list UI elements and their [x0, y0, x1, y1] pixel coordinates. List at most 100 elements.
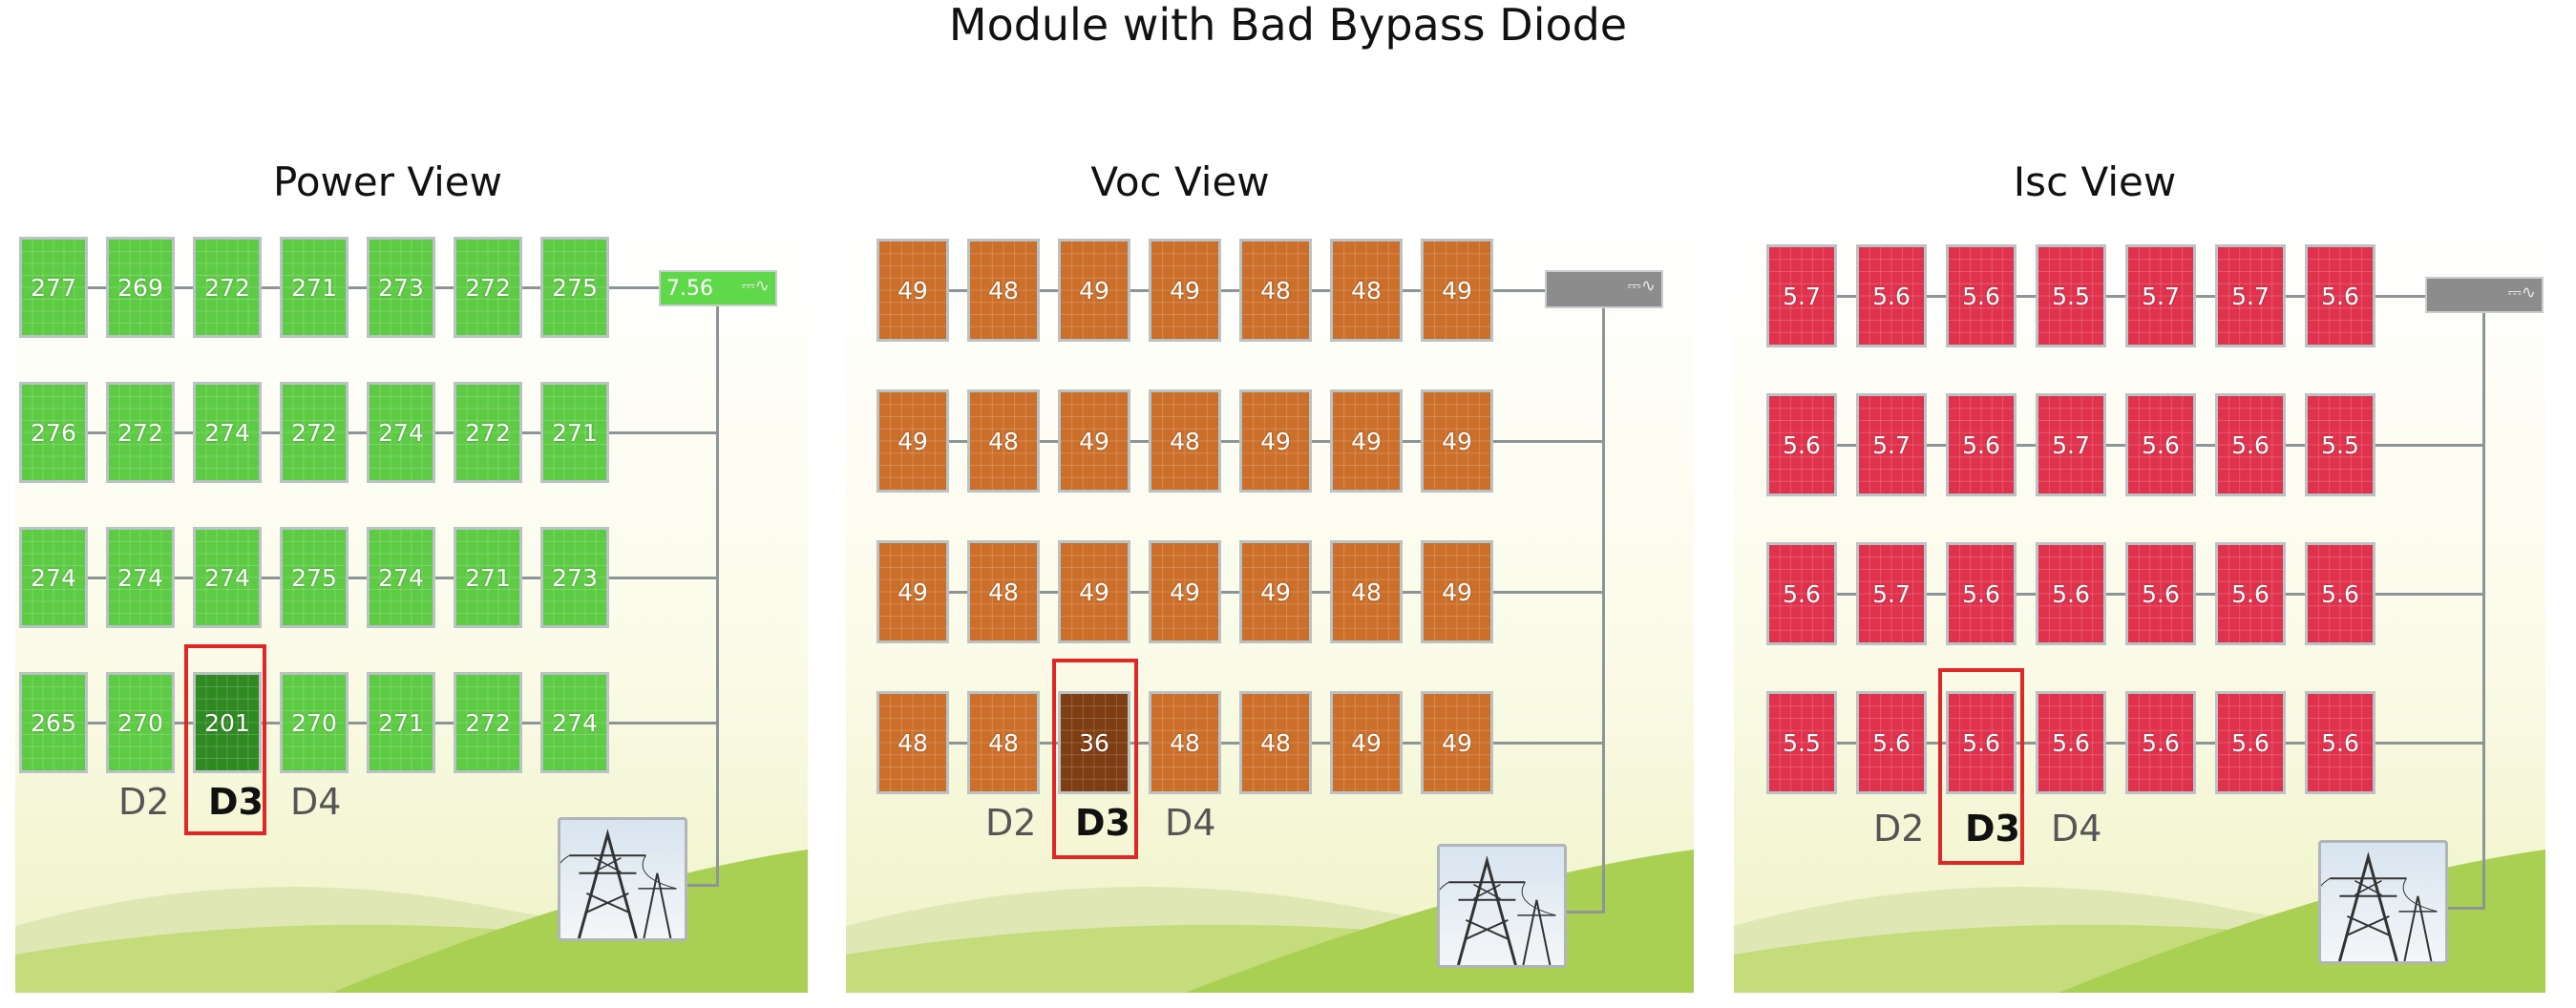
pv-module[interactable]: 5.7 — [1856, 542, 1927, 645]
pv-module[interactable]: 48 — [967, 691, 1040, 794]
utility-grid-tower — [558, 817, 687, 941]
pv-module[interactable]: 5.6 — [1946, 542, 2016, 645]
pv-module[interactable]: 5.6 — [1856, 244, 1927, 347]
faulty-module[interactable]: 36 — [1058, 691, 1130, 794]
pv-module[interactable]: 265 — [19, 672, 88, 773]
pv-module[interactable]: 5.6 — [2125, 393, 2196, 496]
pv-module[interactable]: 5.6 — [1766, 542, 1837, 645]
pv-module[interactable]: 49 — [1058, 239, 1130, 342]
pv-module[interactable]: 5.6 — [2305, 244, 2375, 347]
module-value: 201 — [204, 708, 250, 737]
pv-module[interactable]: 48 — [1330, 239, 1403, 342]
pv-module[interactable]: 271 — [540, 382, 609, 483]
pv-module[interactable]: 49 — [1058, 389, 1130, 493]
diode-label-d4: D4 — [2051, 808, 2102, 850]
pv-module[interactable]: 5.5 — [1766, 691, 1837, 794]
pv-module[interactable]: 49 — [1058, 540, 1130, 643]
pv-module[interactable]: 274 — [367, 382, 435, 483]
module-value: 48 — [988, 728, 1019, 757]
pv-module[interactable]: 5.6 — [2305, 691, 2375, 794]
pv-module[interactable]: 275 — [280, 527, 348, 628]
pv-module[interactable]: 5.5 — [2305, 393, 2375, 496]
pv-module[interactable]: 5.7 — [2215, 244, 2286, 347]
pv-module[interactable]: 271 — [280, 237, 348, 338]
pv-module[interactable]: 270 — [280, 672, 348, 773]
pv-module[interactable]: 48 — [1149, 389, 1221, 493]
pv-module[interactable]: 5.6 — [1946, 244, 2016, 347]
pv-module[interactable]: 270 — [106, 672, 175, 773]
pv-module[interactable]: 49 — [1239, 389, 1312, 493]
pv-module[interactable]: 274 — [367, 527, 435, 628]
pv-module[interactable]: 5.6 — [2036, 691, 2106, 794]
pv-module[interactable]: 49 — [1421, 691, 1493, 794]
pv-module[interactable]: 49 — [876, 389, 949, 493]
pv-module[interactable]: 5.5 — [2036, 244, 2106, 347]
pv-module[interactable]: 49 — [1149, 540, 1221, 643]
pv-module[interactable]: 48 — [967, 239, 1040, 342]
pv-module[interactable]: 271 — [367, 672, 435, 773]
pv-module[interactable]: 48 — [1330, 540, 1403, 643]
pv-module[interactable]: 274 — [193, 527, 262, 628]
pv-module[interactable]: 271 — [454, 527, 522, 628]
pv-module[interactable]: 274 — [106, 527, 175, 628]
pv-module[interactable]: 274 — [19, 527, 88, 628]
pv-module[interactable]: 5.6 — [1856, 691, 1927, 794]
pv-module[interactable]: 5.6 — [2125, 542, 2196, 645]
pv-module[interactable]: 5.6 — [2215, 393, 2286, 496]
pv-module[interactable]: 49 — [1421, 389, 1493, 493]
pv-module[interactable]: 48 — [967, 540, 1040, 643]
pv-module[interactable]: 5.7 — [1766, 244, 1837, 347]
inverter[interactable]: ⎓∿ — [1545, 270, 1663, 308]
pv-module[interactable]: 272 — [454, 672, 522, 773]
pv-module[interactable]: 49 — [876, 239, 949, 342]
pv-module[interactable]: 5.6 — [2215, 542, 2286, 645]
pv-module[interactable]: 273 — [540, 527, 609, 628]
module-value: 5.6 — [2052, 728, 2090, 757]
pv-module[interactable]: 272 — [193, 237, 262, 338]
pv-module[interactable]: 5.6 — [2125, 691, 2196, 794]
string-wire — [1766, 295, 2482, 298]
pv-module[interactable]: 5.6 — [2215, 691, 2286, 794]
pv-module[interactable]: 5.7 — [2125, 244, 2196, 347]
pv-module[interactable]: 272 — [280, 382, 348, 483]
pv-module[interactable]: 48 — [967, 389, 1040, 493]
pv-module[interactable]: 274 — [193, 382, 262, 483]
pv-module[interactable]: 49 — [1421, 239, 1493, 342]
inverter-ac-dc-icon: ⎓∿ — [741, 276, 770, 296]
pv-module[interactable]: 5.6 — [1946, 393, 2016, 496]
pv-module[interactable]: 276 — [19, 382, 88, 483]
inverter-ac-dc-icon: ⎓∿ — [1627, 276, 1656, 296]
pv-module[interactable]: 274 — [540, 672, 609, 773]
module-value: 5.6 — [1783, 430, 1821, 459]
module-value: 48 — [1170, 427, 1200, 455]
pv-module[interactable]: 49 — [1149, 239, 1221, 342]
pv-module[interactable]: 272 — [454, 382, 522, 483]
pv-module[interactable]: 5.7 — [1856, 393, 1927, 496]
pv-module[interactable]: 48 — [1239, 691, 1312, 794]
pv-module[interactable]: 275 — [540, 237, 609, 338]
faulty-module[interactable]: 201 — [193, 672, 262, 773]
pv-module[interactable]: 5.7 — [2036, 393, 2106, 496]
pv-module[interactable]: 49 — [876, 540, 949, 643]
inverter[interactable]: ⎓∿ — [2425, 277, 2544, 313]
pv-module[interactable]: 5.6 — [2036, 542, 2106, 645]
module-value: 5.6 — [1872, 728, 1911, 757]
string-wire — [1766, 742, 2482, 745]
pv-module[interactable]: 269 — [106, 237, 175, 338]
pv-module[interactable]: 49 — [1330, 389, 1403, 493]
inverter[interactable]: 7.56⎓∿ — [659, 270, 777, 306]
pv-module[interactable]: 49 — [1239, 540, 1312, 643]
pv-module[interactable]: 48 — [1239, 239, 1312, 342]
pv-module[interactable]: 49 — [1421, 540, 1493, 643]
pv-module[interactable]: 49 — [1330, 691, 1403, 794]
pv-module[interactable]: 272 — [454, 237, 522, 338]
pv-module[interactable]: 48 — [1149, 691, 1221, 794]
pv-module[interactable]: 48 — [876, 691, 949, 794]
string-wire — [1766, 593, 2482, 596]
pv-module[interactable]: 273 — [367, 237, 435, 338]
pv-module[interactable]: 5.6 — [2305, 542, 2375, 645]
pv-module[interactable]: 277 — [19, 237, 88, 338]
pv-module[interactable]: 5.6 — [1766, 393, 1837, 496]
pv-module[interactable]: 272 — [106, 382, 175, 483]
